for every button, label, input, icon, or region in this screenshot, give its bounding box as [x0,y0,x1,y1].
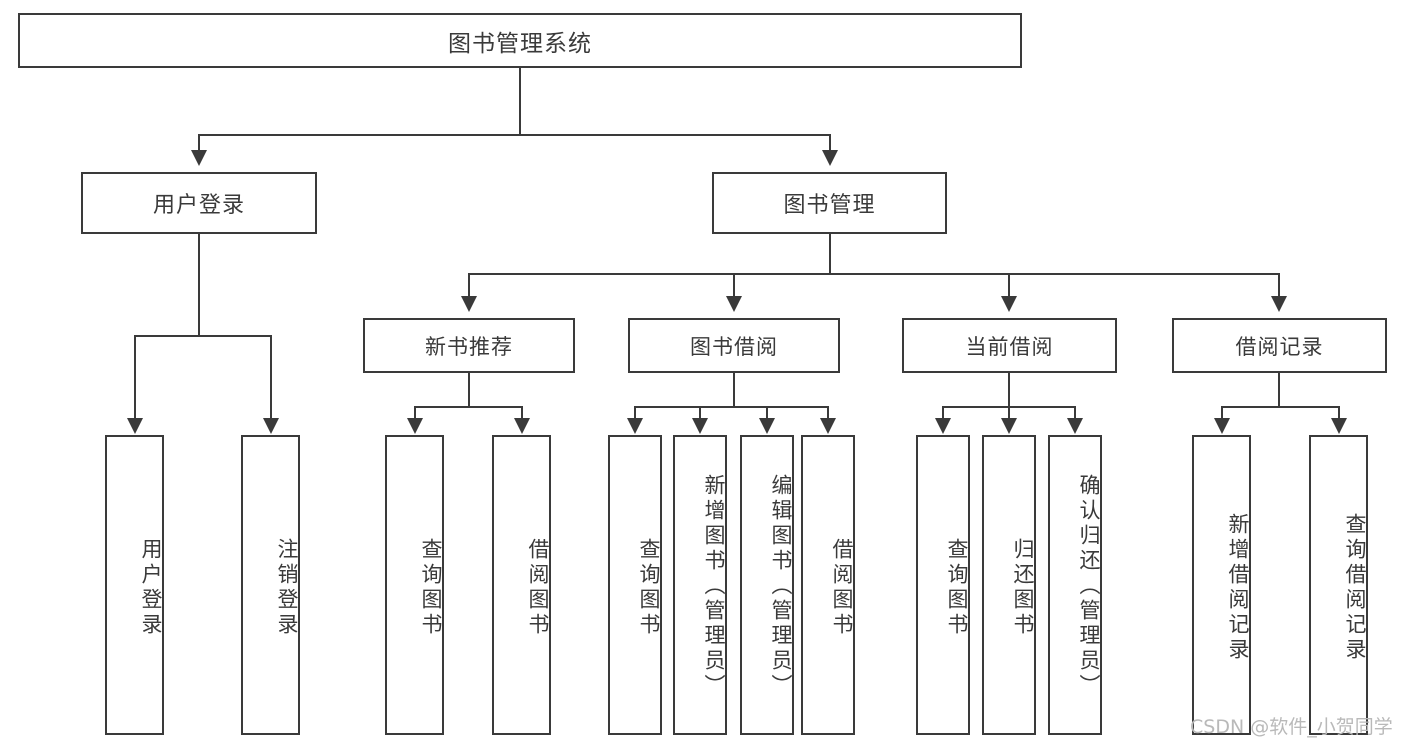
arrowhead-book-borrow-to-leaf-3 [759,418,775,434]
connector-new-book-stem [468,373,470,407]
connector-current-borrow-to-leaf-2 [1008,406,1010,419]
arrowhead-bm-to-new-book [461,296,477,312]
connector-root-to-book-management [829,134,831,152]
arrowhead-current-borrow-to-leaf-1 [935,418,951,434]
arrowhead-book-borrow-to-leaf-4 [820,418,836,434]
node-book-borrow[interactable]: 图书借阅 [628,318,840,373]
leaf-user-login-login[interactable]: 用户登录 [105,435,164,735]
connector-current-borrow-stem [1008,373,1010,407]
connector-root-to-user-login [198,134,200,152]
arrowhead-current-borrow-to-leaf-2 [1001,418,1017,434]
leaf-borrow-record-query-record[interactable]: 查询借阅记录 [1309,435,1368,735]
leaf-book-borrow-query-book[interactable]: 查询图书 [608,435,662,735]
leaf-current-borrow-confirm-return-admin[interactable]: 确认归还（管理员） [1048,435,1102,735]
connector-book-borrow-to-leaf-3 [766,406,768,419]
connector-user-login-bus [134,335,270,337]
arrowhead-new-book-to-leaf-2 [514,418,530,434]
leaf-book-borrow-add-book-admin[interactable]: 新增图书（管理员） [673,435,727,735]
connector-user-login-stem [198,234,200,336]
connector-book-management-stem [829,234,831,274]
connector-book-borrow-stem [733,373,735,407]
node-book-management[interactable]: 图书管理 [712,172,947,234]
leaf-new-book-query-book[interactable]: 查询图书 [385,435,444,735]
arrowhead-bm-to-borrow-record [1271,296,1287,312]
connector-book-borrow-to-leaf-2 [699,406,701,419]
node-root-book-management-system[interactable]: 图书管理系统 [18,13,1022,68]
node-current-borrow[interactable]: 当前借阅 [902,318,1117,373]
connector-user-login-to-leaf-1 [134,335,136,419]
arrowhead-book-borrow-to-leaf-2 [692,418,708,434]
connector-bm-to-current-borrow [1008,273,1010,297]
leaf-borrow-record-add-record[interactable]: 新增借阅记录 [1192,435,1251,735]
arrowhead-bm-to-book-borrow [726,296,742,312]
connector-book-management-bus [468,273,1280,275]
leaf-new-book-borrow-book[interactable]: 借阅图书 [492,435,551,735]
node-user-login[interactable]: 用户登录 [81,172,317,234]
arrowhead-borrow-record-to-leaf-2 [1331,418,1347,434]
connector-user-login-to-leaf-2 [270,335,272,419]
connector-root-stem [519,68,521,135]
node-borrow-record[interactable]: 借阅记录 [1172,318,1387,373]
arrowhead-bm-to-current-borrow [1001,296,1017,312]
connector-new-book-to-leaf-2 [521,406,523,419]
connector-book-borrow-to-leaf-1 [634,406,636,419]
arrowhead-borrow-record-to-leaf-1 [1214,418,1230,434]
connector-book-borrow-bus [634,406,827,408]
leaf-current-borrow-return-book[interactable]: 归还图书 [982,435,1036,735]
connector-book-borrow-to-leaf-4 [827,406,829,419]
node-new-book-recommend[interactable]: 新书推荐 [363,318,575,373]
connector-new-book-to-leaf-1 [414,406,416,419]
connector-current-borrow-to-leaf-1 [942,406,944,419]
arrowhead-user-login-to-leaf-2 [263,418,279,434]
arrowhead-book-borrow-to-leaf-1 [627,418,643,434]
connector-bm-to-new-book [468,273,470,297]
leaf-current-borrow-query-book[interactable]: 查询图书 [916,435,970,735]
arrowhead-user-login-to-leaf-1 [127,418,143,434]
connector-borrow-record-bus [1221,406,1339,408]
connector-borrow-record-to-leaf-1 [1221,406,1223,419]
leaf-user-login-logout[interactable]: 注销登录 [241,435,300,735]
arrowhead-new-book-to-leaf-1 [407,418,423,434]
connector-current-borrow-to-leaf-3 [1074,406,1076,419]
leaf-book-borrow-edit-book-admin[interactable]: 编辑图书（管理员） [740,435,794,735]
leaf-book-borrow-borrow-book[interactable]: 借阅图书 [801,435,855,735]
connector-borrow-record-stem [1278,373,1280,407]
connector-bm-to-book-borrow [733,273,735,297]
connector-new-book-bus [414,406,522,408]
arrowhead-root-to-book-management [822,150,838,166]
arrowhead-current-borrow-to-leaf-3 [1067,418,1083,434]
arrowhead-root-to-user-login [191,150,207,166]
connector-root-bus [198,134,831,136]
connector-borrow-record-to-leaf-2 [1338,406,1340,419]
connector-bm-to-borrow-record [1278,273,1280,297]
